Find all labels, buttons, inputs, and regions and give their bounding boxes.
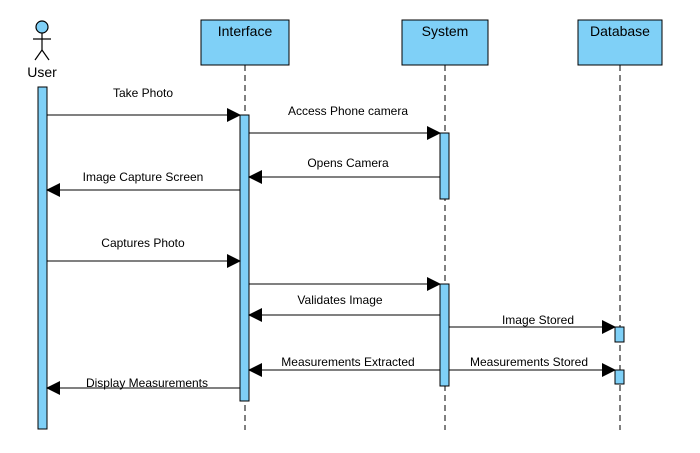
participant-database: Database (577, 19, 663, 66)
message-label: Measurements Extracted (281, 355, 414, 369)
activation-database-2 (614, 369, 625, 385)
activation-system-2 (439, 283, 450, 387)
message-label: Measurements Stored (470, 355, 588, 369)
activation-user (37, 86, 48, 430)
participant-label-interface: Interface (218, 23, 273, 39)
message-label: Validates Image (297, 293, 382, 307)
actor-user: User (27, 20, 57, 80)
activation-interface (239, 114, 250, 402)
message-label: Take Photo (113, 86, 173, 100)
participant-interface: Interface (200, 19, 290, 66)
message-label: Access Phone camera (288, 104, 408, 118)
message-label: Opens Camera (307, 156, 389, 170)
activation-system-1 (439, 132, 450, 200)
message-label: Display Measurements (86, 376, 208, 390)
participant-system: System (401, 19, 489, 66)
message-label: Image Capture Screen (83, 170, 204, 184)
messages (46, 108, 616, 395)
lifelines (244, 65, 621, 430)
participant-label-database: Database (590, 23, 650, 39)
participant-label-system: System (422, 23, 469, 39)
message-label: Image Stored (502, 313, 574, 327)
stick-figure-icon (33, 20, 51, 61)
message-label: Captures Photo (101, 236, 185, 250)
actor-label: User (27, 64, 57, 80)
message-labels: Take Photo Access Phone camera Opens Cam… (83, 86, 588, 390)
activation-database-1 (614, 326, 625, 343)
